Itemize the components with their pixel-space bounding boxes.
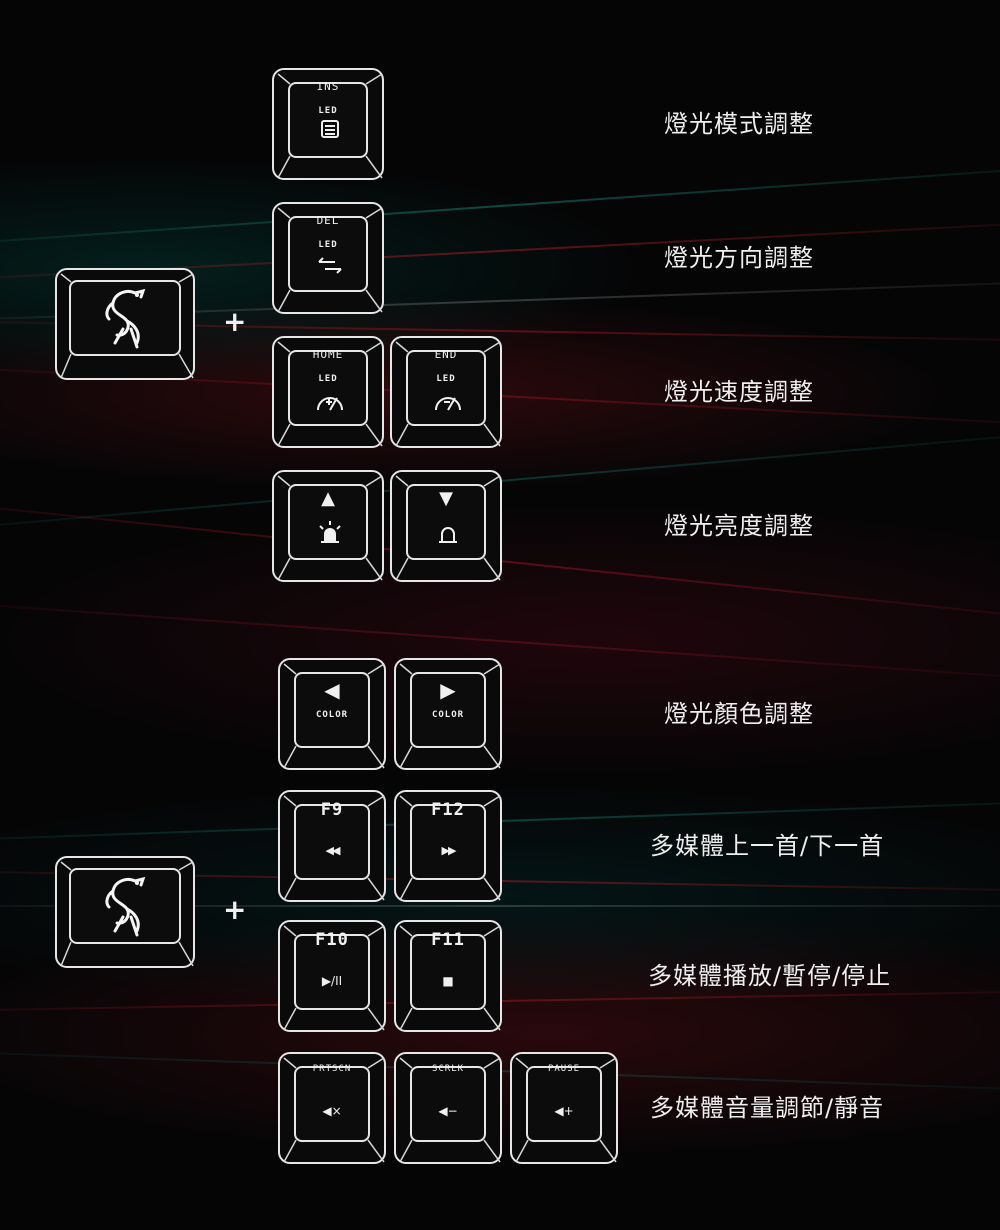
home-key[interactable]: HOME LED — [272, 336, 384, 448]
home-key-label: HOME — [312, 348, 344, 361]
led-label: LED — [318, 374, 338, 384]
led-mode-description: 燈光模式調整 — [664, 110, 814, 138]
prtscn-key[interactable]: PRTSCN ◀× — [278, 1052, 386, 1164]
f9-key-label: F9 — [320, 800, 344, 820]
speed-down-icon — [435, 397, 461, 411]
del-key[interactable]: DEL LED — [272, 202, 384, 314]
brightness-up-icon — [319, 521, 341, 543]
arrow-down-key[interactable]: ▼ — [390, 470, 502, 582]
led-speed-description: 燈光速度調整 — [664, 378, 814, 406]
f12-key-label: F12 — [431, 800, 465, 820]
volume-down-icon: ◀− — [438, 1104, 458, 1118]
end-key[interactable]: END LED — [390, 336, 502, 448]
msi-dragon-icon — [105, 876, 146, 937]
msi-dragon-icon — [105, 288, 146, 349]
volume-up-icon: ◀+ — [554, 1104, 574, 1118]
del-key-label: DEL — [316, 214, 340, 227]
media-track-description: 多媒體上一首/下一首 — [650, 832, 885, 860]
led-label: LED — [436, 374, 456, 384]
color-label: COLOR — [431, 710, 465, 720]
arrow-right-key[interactable]: ▶ COLOR — [394, 658, 502, 770]
f12-key[interactable]: F12 ▶▶ — [394, 790, 502, 902]
arrow-up-glyph: ▲ — [321, 488, 335, 509]
f10-key[interactable]: F10 ▶/II — [278, 920, 386, 1032]
led-color-description: 燈光顏色調整 — [664, 700, 814, 728]
f11-key[interactable]: F11 ■ — [394, 920, 502, 1032]
plus-sign: + — [223, 305, 247, 338]
brightness-down-icon — [439, 527, 457, 543]
prtscn-key-label: PRTSCN — [312, 1064, 352, 1074]
arrow-left-key[interactable]: ◀ COLOR — [278, 658, 386, 770]
next-track-icon: ▶▶ — [441, 844, 457, 857]
media-play-description: 多媒體播放/暫停/停止 — [648, 962, 892, 990]
ins-key-label: INS — [316, 80, 340, 93]
play-pause-icon: ▶/II — [321, 974, 343, 988]
plus-sign: + — [223, 893, 247, 926]
media-volume-description: 多媒體音量調節/靜音 — [650, 1094, 885, 1122]
mode-icon — [321, 120, 339, 138]
arrow-down-glyph: ▼ — [439, 488, 453, 509]
pause-key-label: PAUSE — [547, 1064, 581, 1074]
mute-icon: ◀× — [322, 1104, 342, 1118]
scrlk-key-label: SCRLK — [431, 1064, 465, 1074]
f10-key-label: F10 — [315, 930, 349, 950]
arrow-left-glyph: ◀ — [324, 678, 340, 702]
stop-icon: ■ — [442, 974, 454, 988]
led-brightness-description: 燈光亮度調整 — [664, 512, 814, 540]
f9-key[interactable]: F9 ◀◀ — [278, 790, 386, 902]
color-label: COLOR — [315, 710, 349, 720]
msi-modifier-key[interactable] — [55, 268, 195, 380]
scrlk-key[interactable]: SCRLK ◀− — [394, 1052, 502, 1164]
end-key-label: END — [434, 348, 458, 361]
speed-up-icon — [317, 397, 343, 411]
pause-key[interactable]: PAUSE ◀+ — [510, 1052, 618, 1164]
led-direction-description: 燈光方向調整 — [664, 244, 814, 272]
led-label: LED — [318, 106, 338, 116]
led-label: LED — [318, 240, 338, 250]
arrow-right-glyph: ▶ — [440, 678, 456, 702]
f11-key-label: F11 — [431, 930, 465, 950]
direction-icon — [318, 257, 342, 274]
previous-track-icon: ◀◀ — [325, 844, 341, 857]
ins-key[interactable]: INS LED — [272, 68, 384, 180]
msi-modifier-key[interactable] — [55, 856, 195, 968]
arrow-up-key[interactable]: ▲ — [272, 470, 384, 582]
